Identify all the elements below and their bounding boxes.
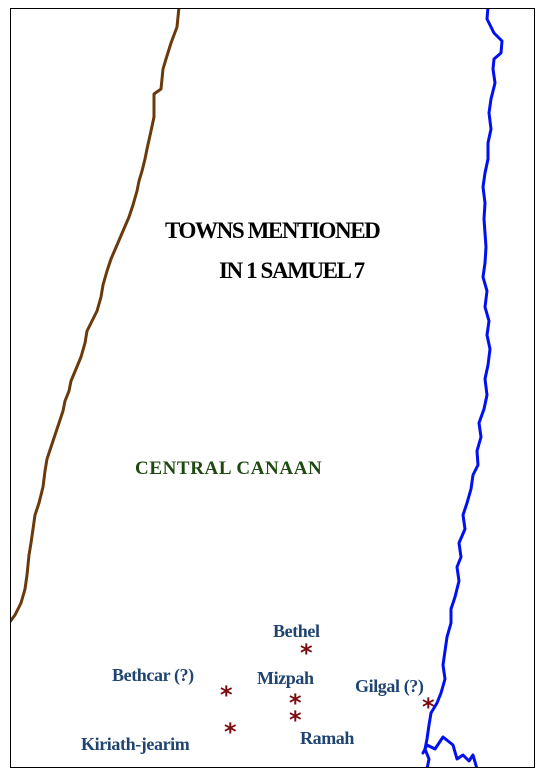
- town-marker-mizpah: *: [289, 689, 302, 717]
- town-marker-bethel: *: [300, 639, 313, 667]
- town-marker-kiriath-jearim: *: [224, 718, 237, 746]
- map-title-line-2: IN 1 SAMUEL 7: [219, 258, 365, 283]
- town-label-gilgal: Gilgal (?): [355, 676, 424, 696]
- town-label-ramah: Ramah: [300, 728, 355, 748]
- town-label-bethel: Bethel: [273, 621, 320, 641]
- map-title-line-1: TOWNS MENTIONED: [165, 218, 381, 243]
- town-label-mizpah: Mizpah: [257, 668, 314, 688]
- town-marker-gilgal: *: [422, 693, 435, 721]
- town-marker-bethcar: *: [220, 681, 233, 709]
- jordan-river-meander: [421, 735, 478, 767]
- coastline: [11, 9, 181, 623]
- town-label-kiriath-jearim: Kiriath-jearim: [81, 734, 190, 754]
- town-label-bethcar: Bethcar (?): [112, 665, 194, 685]
- map-canvas: [11, 9, 504, 767]
- map-frame: TOWNS MENTIONED IN 1 SAMUEL 7 CENTRAL CA…: [10, 8, 535, 768]
- region-label: CENTRAL CANAAN: [135, 458, 323, 479]
- jordan-river: [423, 9, 504, 767]
- town-marker-ramah: *: [289, 706, 302, 734]
